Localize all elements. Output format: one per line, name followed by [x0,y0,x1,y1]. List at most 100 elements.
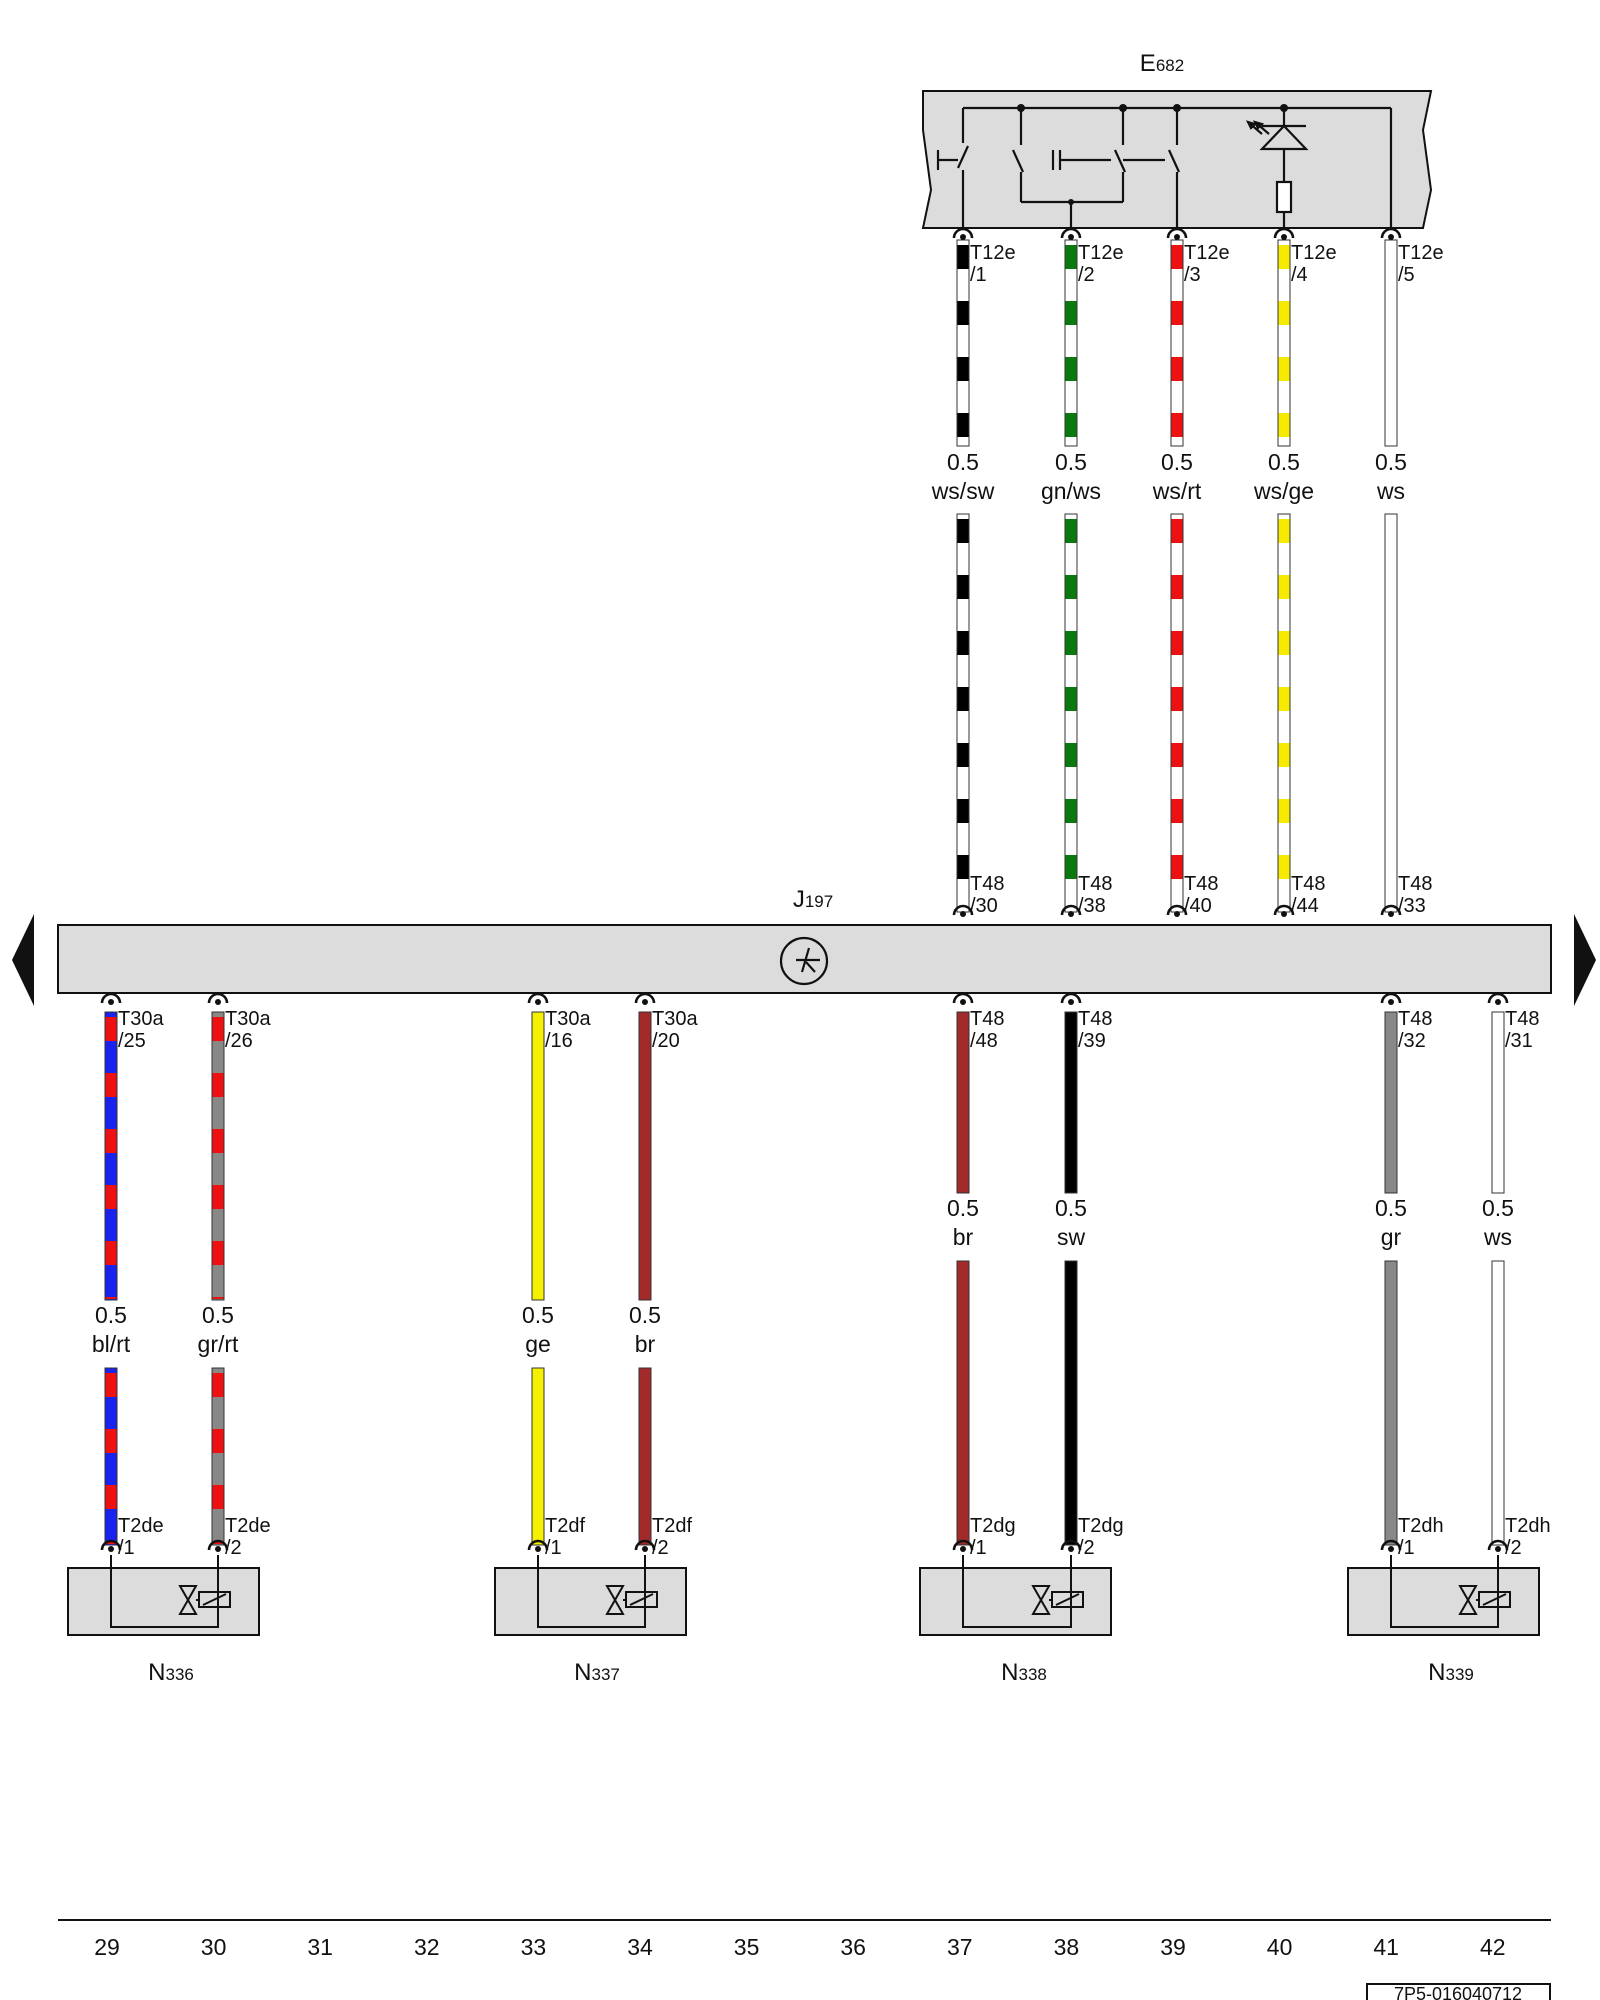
column-number: 42 [1480,1934,1506,1960]
pin-label: T48/40 [1184,873,1218,917]
wires-bottom: T30a/25T2de/10.5bl/rtT30a/26T2de/20.5gr/… [92,992,1551,1559]
wire-gauge: 0.5 [947,1195,979,1221]
column-number: 35 [734,1934,760,1960]
n336-label: N336 [148,1659,194,1686]
solenoid-valve-box [494,1555,687,1636]
wire-color-code: ws [1376,478,1405,504]
column-number: 31 [307,1934,333,1960]
pin-label: T12e/2 [1078,242,1124,286]
pin-label: T12e/1 [970,242,1016,286]
valves: N336 N337 N338 N339 [67,1555,1540,1686]
j197-label: J197 [793,886,833,913]
solenoid-valve-box [67,1555,260,1636]
pin-label: T12e/3 [1184,242,1230,286]
page-left-arrow[interactable] [12,914,34,1006]
column-number: 32 [414,1934,440,1960]
wire-color-code: gr [1381,1224,1402,1250]
component-n337: N337 [574,1659,620,1686]
column-number: 34 [627,1934,653,1960]
pin-label: T48/48 [970,1008,1004,1052]
wire-color-code: ws/ge [1253,478,1314,504]
column-number: 38 [1054,1934,1080,1960]
wire-color-code: gn/ws [1041,478,1101,504]
pin-label: T30a/20 [652,1008,698,1052]
wire-gauge: 0.5 [1055,449,1087,475]
pin-label: T48/39 [1078,1008,1112,1052]
wire-color-code: ws [1483,1224,1512,1250]
component-j197: J197 [12,886,1596,1006]
solenoid-valve-box [1347,1555,1540,1636]
component-n336: N336 [148,1659,194,1686]
pin-label: T12e/4 [1291,242,1337,286]
pin-label: T2df/1 [545,1515,585,1559]
column-numbers: 29 30 31 32 33 34 35 36 37 38 39 40 41 42 [94,1934,1505,1960]
component-n339: N339 [1428,1659,1474,1686]
wire-color-code: bl/rt [92,1331,131,1357]
column-number: 30 [201,1934,227,1960]
column-number: 41 [1373,1934,1399,1960]
pin-label: T48/30 [970,873,1004,917]
pin-label: T2de/1 [118,1515,164,1559]
pin-label: T48/33 [1398,873,1432,917]
wire-color-code: ws/rt [1152,478,1202,504]
page-right-arrow[interactable] [1574,914,1596,1006]
pin-label: T2dg/2 [1078,1515,1124,1559]
wire-gauge: 0.5 [1375,1195,1407,1221]
column-number: 40 [1267,1934,1293,1960]
component-n338: N338 [1001,1659,1047,1686]
wire-gauge: 0.5 [1161,449,1193,475]
wire-gauge: 0.5 [522,1302,554,1328]
pin-label: T2df/2 [652,1515,692,1559]
wires-top: T12e/1T48/300.5ws/swT12e/2T48/380.5gn/ws… [931,227,1444,917]
column-number: 37 [947,1934,973,1960]
column-number: 39 [1160,1934,1186,1960]
column-number: 33 [521,1934,547,1960]
wire-gauge: 0.5 [1055,1195,1087,1221]
pin-label: T30a/25 [118,1008,164,1052]
wire-gauge: 0.5 [202,1302,234,1328]
column-number: 29 [94,1934,120,1960]
pin-label: T48/31 [1505,1008,1539,1052]
pin-label: T48/44 [1291,873,1325,917]
column-number: 36 [840,1934,866,1960]
wire-color-code: ws/sw [931,478,995,504]
wire-color-code: br [953,1224,974,1250]
wire-color-code: ge [525,1331,551,1357]
n339-label: N339 [1428,1659,1474,1686]
pin-label: T30a/16 [545,1008,591,1052]
pin-label: T30a/26 [225,1008,271,1052]
e682-label: E682 [1140,50,1184,77]
pin-label: T48/32 [1398,1008,1432,1052]
wire-color-code: sw [1057,1224,1086,1250]
wire-color-code: gr/rt [198,1331,240,1357]
wire-gauge: 0.5 [1268,449,1300,475]
wire-gauge: 0.5 [95,1302,127,1328]
wire-gauge: 0.5 [947,449,979,475]
doc-id-box: 7P5-016040712 [1366,1983,1551,2000]
electronic-unit-icon [779,936,829,986]
doc-id: 7P5-016040712 [1394,1984,1522,2000]
pin-label: T12e/5 [1398,242,1444,286]
pin-label: T2dh/1 [1398,1515,1444,1559]
e682-internal-circuit [936,106,1393,228]
pin-label: T2dg/1 [970,1515,1016,1559]
n337-label: N337 [574,1659,620,1686]
pin-label: T2dh/2 [1505,1515,1551,1559]
wire-gauge: 0.5 [629,1302,661,1328]
wire-gauge: 0.5 [1375,449,1407,475]
n338-label: N338 [1001,1659,1047,1686]
